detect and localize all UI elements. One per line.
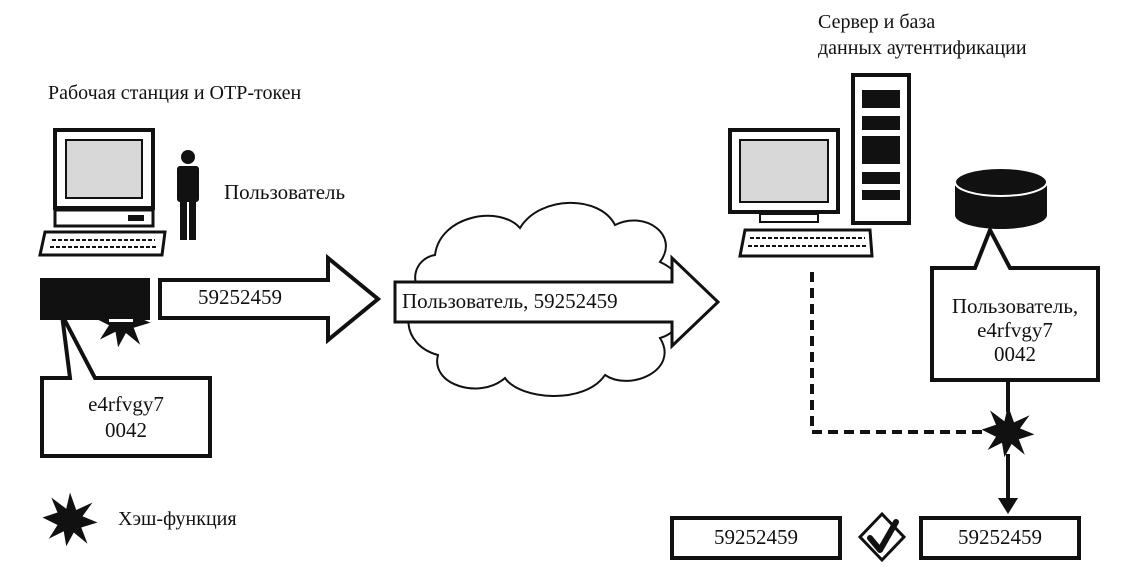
server-label-line1: Сервер и база <box>818 11 936 33</box>
db-record-line2: e4rfvgy7 <box>977 318 1053 342</box>
user-person-icon <box>177 150 199 240</box>
user-label: Пользователь <box>224 180 346 204</box>
server-hash-function-icon <box>981 405 1035 458</box>
workstation-computer-icon <box>38 128 167 257</box>
computed-value-text: 59252459 <box>958 525 1042 549</box>
legend-hash-label: Хэш-функция <box>118 508 237 530</box>
server-tower-icon <box>851 73 911 225</box>
token-secret-line2: 0042 <box>105 418 147 442</box>
network-message-label: Пользователь, 59252459 <box>402 289 618 313</box>
received-value-box <box>670 516 842 560</box>
token-secret-callout <box>40 314 212 458</box>
db-record-line3: 0042 <box>994 342 1036 366</box>
db-record-line1: Пользователь, <box>951 294 1079 318</box>
legend-hash-icon <box>42 492 98 547</box>
otp-value-label: 59252459 <box>198 285 282 309</box>
dashed-otp-path <box>810 272 988 434</box>
hash-output-arrowhead <box>998 498 1018 514</box>
network-transfer-arrow <box>393 254 721 350</box>
computed-value-box <box>919 516 1081 560</box>
database-record-callout <box>930 225 1100 382</box>
otp-send-arrow <box>158 253 382 345</box>
match-check-icon <box>857 511 907 563</box>
workstation-label: Рабочая станция и ОТР-токен <box>48 82 302 104</box>
received-value-text: 59252459 <box>714 525 798 549</box>
server-console-computer-icon <box>728 128 874 258</box>
token-secret-line1: e4rfvgy7 <box>88 392 164 416</box>
server-label-line2: данных аутентификации <box>818 37 1027 59</box>
database-cylinder-icon <box>954 167 1048 229</box>
